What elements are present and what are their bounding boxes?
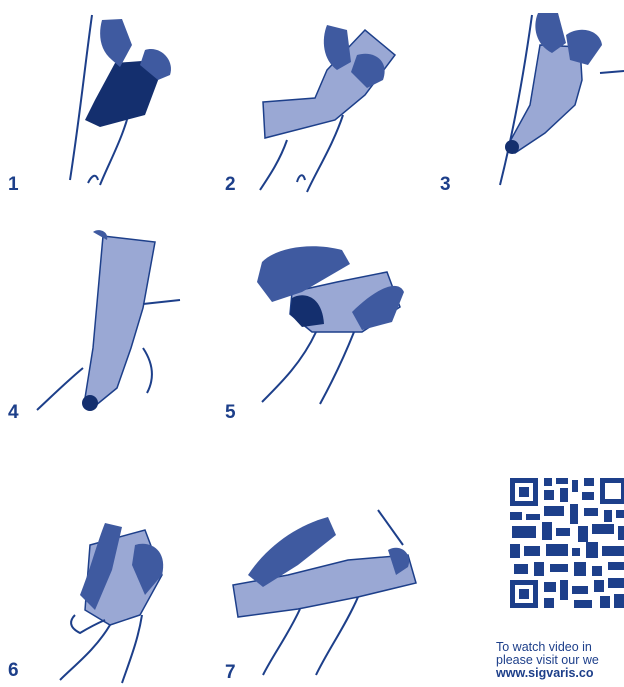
donning-step-2-icon bbox=[255, 10, 415, 195]
qr-code[interactable] bbox=[508, 476, 624, 610]
donning-step-4-icon bbox=[35, 228, 195, 418]
donning-step-3-icon bbox=[470, 5, 624, 190]
step-7-illustration bbox=[228, 505, 428, 680]
step-1-illustration bbox=[40, 5, 200, 190]
step-number: 6 bbox=[8, 660, 19, 682]
donning-step-1-icon bbox=[40, 5, 200, 190]
step-number: 1 bbox=[8, 174, 19, 196]
step-number: 4 bbox=[8, 402, 19, 424]
qr-code-icon bbox=[508, 476, 624, 610]
step-4-illustration bbox=[35, 228, 195, 418]
step-number: 7 bbox=[225, 662, 236, 684]
step-5-illustration bbox=[232, 232, 422, 412]
website-link[interactable]: www.sigvaris.co bbox=[496, 667, 624, 680]
donning-step-7-icon bbox=[228, 505, 428, 680]
step-number: 2 bbox=[225, 174, 236, 196]
video-caption: To watch video in please visit our we ww… bbox=[496, 641, 624, 680]
step-3-illustration bbox=[470, 5, 624, 190]
step-number: 3 bbox=[440, 174, 451, 196]
donning-step-6-icon bbox=[50, 515, 190, 685]
step-number: 5 bbox=[225, 402, 236, 424]
step-6-illustration bbox=[50, 515, 190, 685]
donning-step-5-icon bbox=[232, 232, 422, 412]
step-2-illustration bbox=[255, 10, 415, 195]
